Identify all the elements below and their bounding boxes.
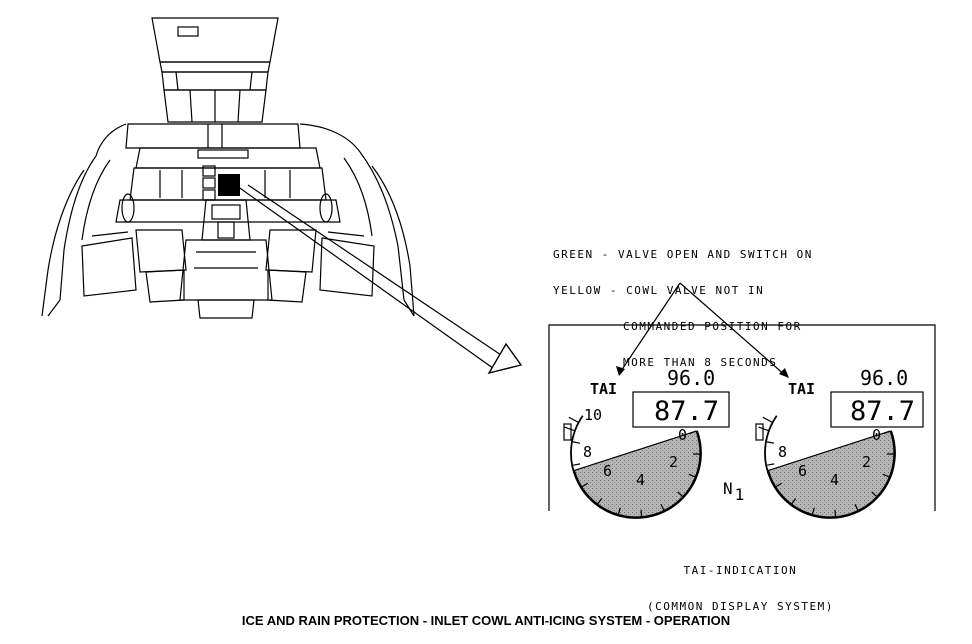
gauge-right-tick-8: 8 bbox=[778, 443, 787, 461]
dial-tick-mark bbox=[766, 441, 774, 444]
caption-line-2: (COMMON DISPLAY SYSTEM) bbox=[647, 600, 834, 613]
dial-tick-mark bbox=[617, 507, 621, 515]
n1-label-main: N bbox=[723, 479, 733, 498]
dial-tick-mark bbox=[882, 473, 890, 478]
engine-display-highlight bbox=[218, 174, 240, 196]
gauge-right-dial-arc bbox=[764, 415, 896, 519]
dial-tick-mark bbox=[572, 441, 580, 444]
legend-pointers bbox=[616, 282, 789, 378]
gauge-left-filled-sector bbox=[573, 430, 701, 518]
dial-tick-mark bbox=[791, 498, 797, 505]
gauge-left: TAI 96.0 87.7 10 8 6 4 2 0 bbox=[563, 366, 730, 519]
gauge-right-tick-0: 0 bbox=[872, 426, 881, 444]
display-frame bbox=[548, 324, 936, 511]
dial-tick-mark bbox=[854, 503, 859, 511]
dial-tick-mark bbox=[640, 509, 643, 517]
dial-tick-mark bbox=[573, 463, 581, 466]
dial-limit-mark bbox=[568, 416, 579, 424]
gauge-left-tick-6: 6 bbox=[603, 462, 612, 480]
dial-tick-mark bbox=[677, 491, 684, 498]
legend-line-yellow: YELLOW - COWL VALVE NOT IN bbox=[553, 284, 765, 297]
gauge-left-dial-arc bbox=[570, 415, 702, 519]
gauge-right-top-value: 96.0 bbox=[860, 366, 908, 390]
dial-tick-mark bbox=[660, 503, 665, 511]
dial-limit-mark bbox=[564, 426, 576, 432]
gauge-right-flag: TAI bbox=[788, 380, 815, 398]
gauge-right-tick-2: 2 bbox=[862, 453, 871, 471]
gauge-right-flag-box bbox=[755, 423, 764, 441]
gauge-right-tick-4: 4 bbox=[830, 471, 839, 489]
gauge-left-tick-0: 0 bbox=[678, 426, 687, 444]
dial-tick-mark bbox=[883, 430, 891, 435]
dial-tick-mark bbox=[811, 507, 815, 515]
gauge-left-flag-box bbox=[563, 423, 572, 441]
legend-line-commanded: COMMANDED POSITION FOR bbox=[623, 320, 802, 333]
color-legend: GREEN - VALVE OPEN AND SWITCH ON YELLOW … bbox=[553, 225, 813, 381]
caption-line-1: TAI-INDICATION bbox=[683, 564, 798, 577]
dial-tick-mark bbox=[581, 482, 588, 488]
gauge-left-tick-8: 8 bbox=[583, 443, 592, 461]
figure-title: ICE AND RAIN PROTECTION - INLET COWL ANT… bbox=[241, 613, 731, 628]
gauge-right-tick-6: 6 bbox=[798, 462, 807, 480]
dial-limit-mark bbox=[758, 426, 770, 432]
dial-tick-mark bbox=[597, 498, 603, 505]
gauge-left-flag: TAI bbox=[590, 380, 617, 398]
dial-tick-mark bbox=[834, 509, 837, 517]
legend-line-green: GREEN - VALVE OPEN AND SWITCH ON bbox=[553, 248, 813, 261]
dial-tick-mark bbox=[767, 463, 775, 466]
gauge-left-tick-10: 10 bbox=[584, 406, 602, 424]
gauge-right-value-box bbox=[830, 391, 924, 428]
n1-label-subscript: 1 bbox=[735, 485, 745, 504]
gauge-right-filled-sector bbox=[767, 430, 895, 518]
gauge-right-box-value: 87.7 bbox=[850, 396, 915, 427]
dial-tick-mark bbox=[689, 430, 697, 435]
gauge-left-top-value: 96.0 bbox=[667, 366, 715, 390]
gauge-right-tick-marks bbox=[758, 416, 895, 517]
legend-line-seconds: MORE THAN 8 SECONDS bbox=[623, 356, 778, 369]
dial-tick-mark bbox=[775, 482, 782, 488]
gauge-left-tick-2: 2 bbox=[669, 453, 678, 471]
gauge-left-tick-marks bbox=[564, 416, 701, 517]
gauge-left-value-box bbox=[632, 391, 730, 428]
dial-limit-mark bbox=[762, 416, 773, 424]
tai-indication-caption: TAI-INDICATION (COMMON DISPLAY SYSTEM) bbox=[647, 541, 834, 625]
callout-arrow bbox=[236, 184, 523, 375]
gauge-left-box-value: 87.7 bbox=[654, 396, 719, 427]
dial-tick-mark bbox=[688, 473, 696, 478]
dial-tick-mark bbox=[871, 491, 878, 498]
gauge-left-tick-4: 4 bbox=[636, 471, 645, 489]
flight-deck-illustration bbox=[41, 17, 415, 319]
gauge-right: TAI 96.0 87.7 8 6 4 2 0 bbox=[755, 366, 924, 519]
